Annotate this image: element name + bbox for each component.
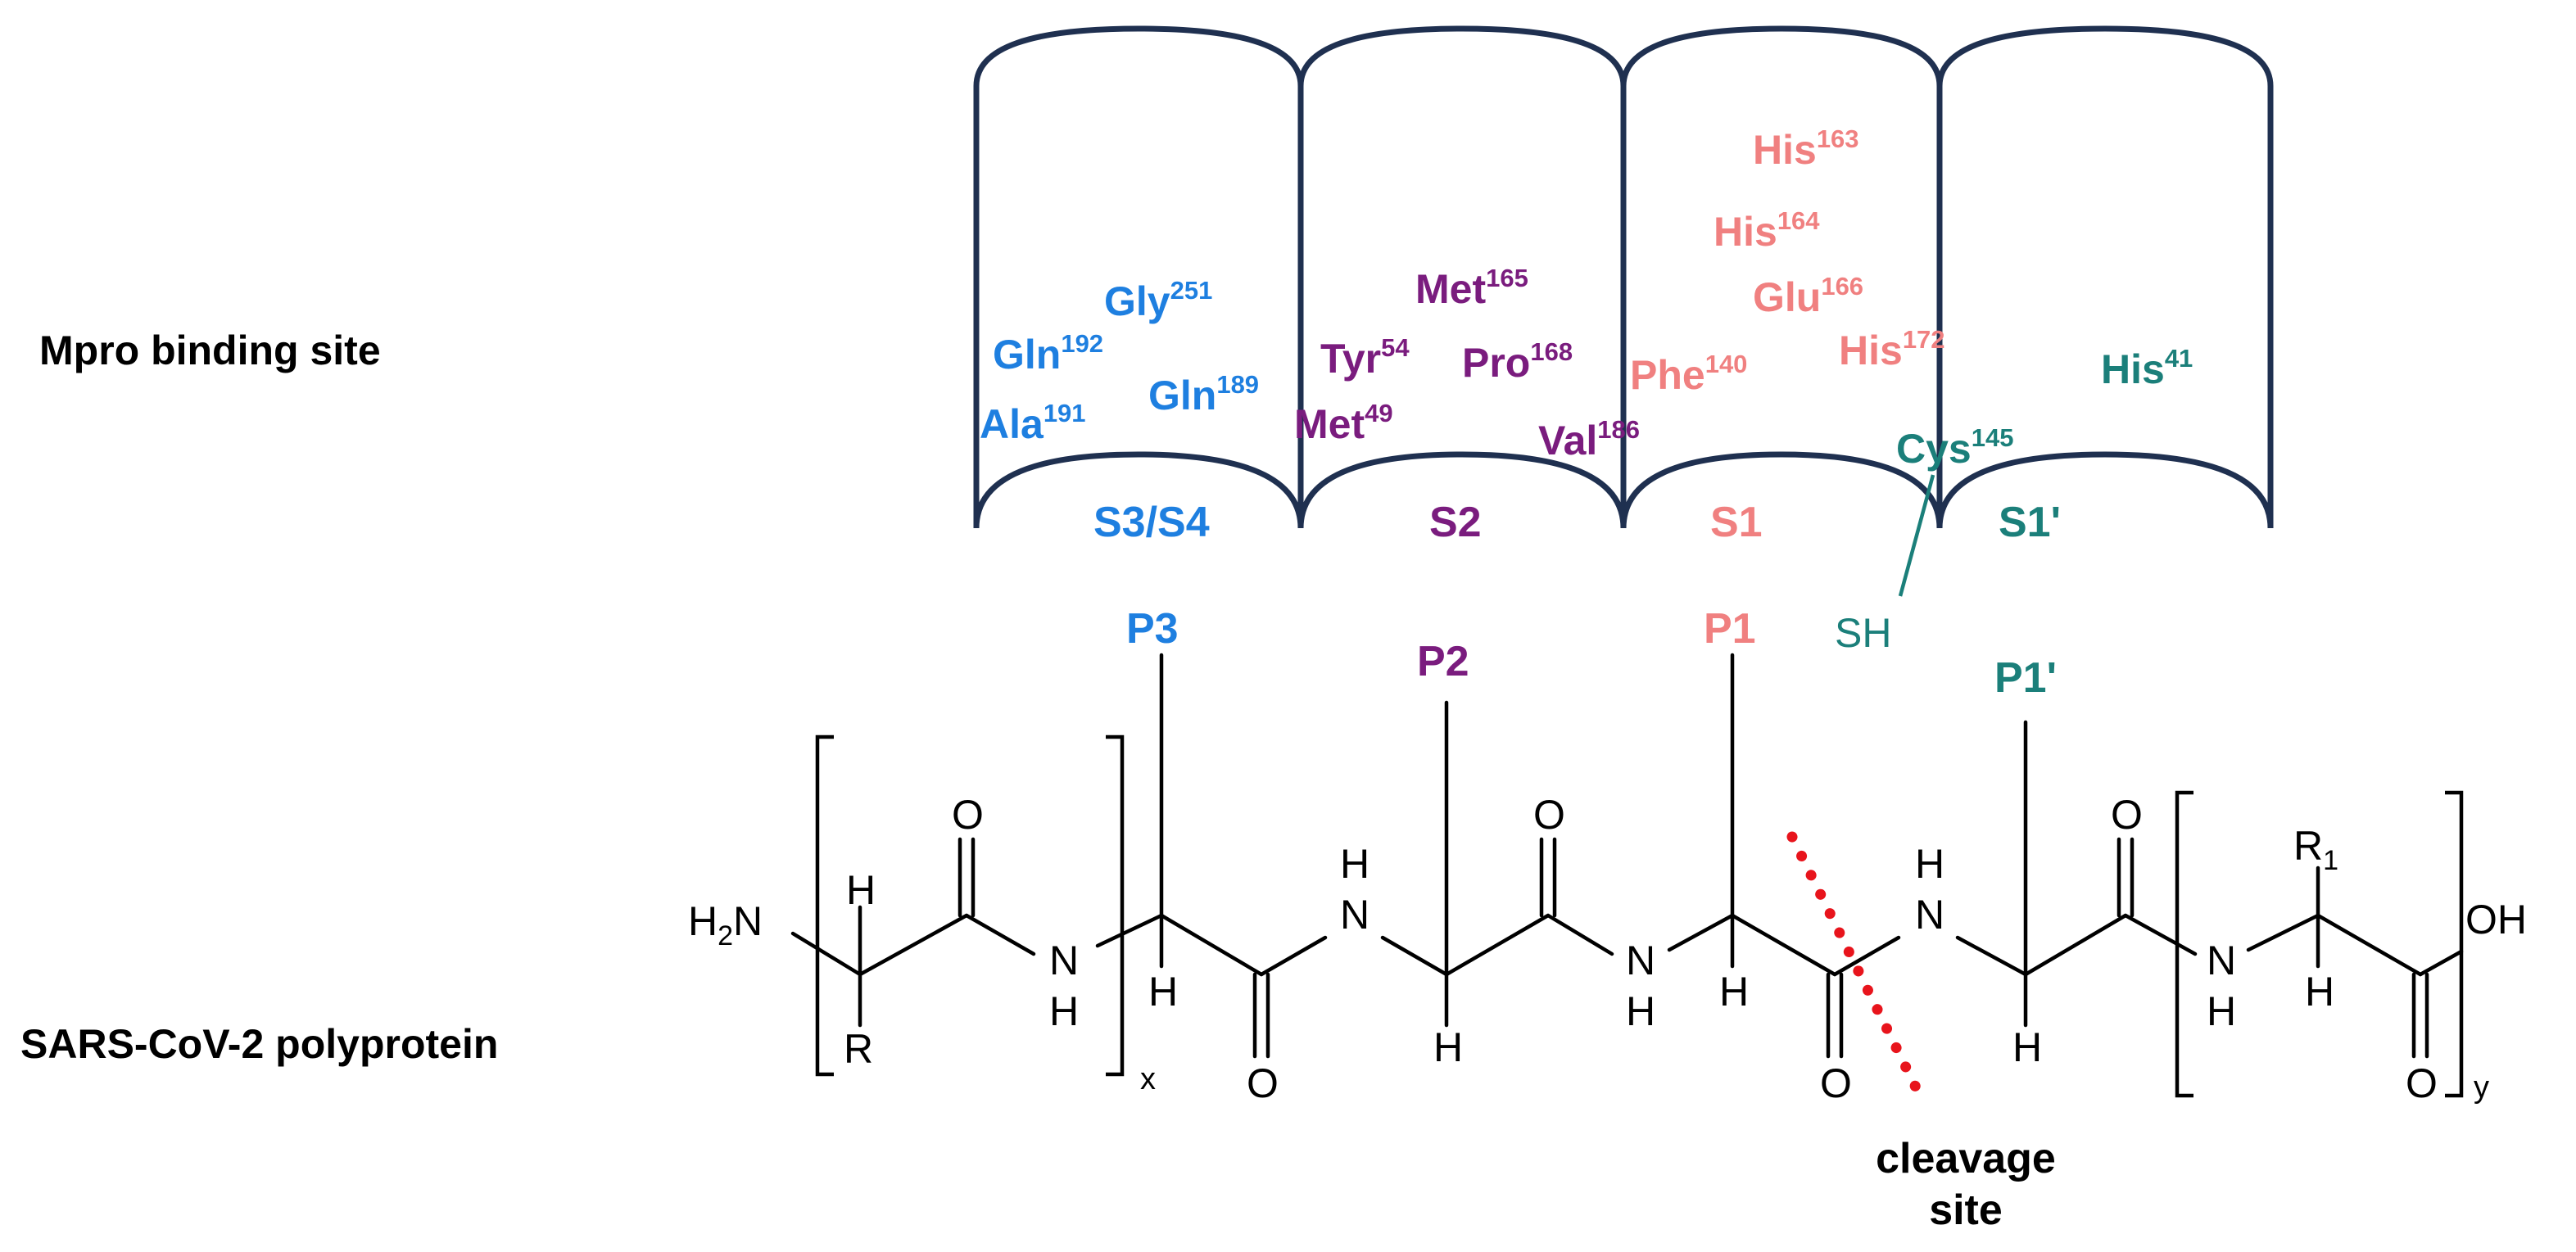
residue-his163: His163 xyxy=(1753,124,1859,173)
position-p2: P2 xyxy=(1417,638,1469,685)
residue-val186: Val186 xyxy=(1538,415,1640,463)
amide-n-3: N xyxy=(1626,938,1655,983)
residue-cys145: Cys145 xyxy=(1896,423,2013,472)
position-p1-prime: P1' xyxy=(1994,654,2057,702)
residue-ala191: Ala191 xyxy=(980,399,1086,447)
pocket-s3-s4: S3/S4 xyxy=(1093,499,1210,546)
carbonyl-o-5: O xyxy=(2111,792,2143,838)
residue-pro168: Pro168 xyxy=(1462,337,1573,386)
amide-h-2: H xyxy=(1340,841,1369,887)
amide-h-3: H xyxy=(1626,988,1655,1034)
h-alpha-1: H xyxy=(846,867,876,913)
residue-his172: His172 xyxy=(1839,325,1945,373)
amide-h-4: H xyxy=(1915,841,1944,887)
residue-tyr54: Tyr54 xyxy=(1320,333,1410,382)
residue-his41: His41 xyxy=(2101,344,2193,392)
residue-gln189: Gln189 xyxy=(1148,370,1259,418)
amide-n-4: N xyxy=(1915,892,1944,938)
residue-his164: His164 xyxy=(1714,206,1820,255)
h-alpha-4: H xyxy=(1719,969,1749,1015)
h-alpha-2: H xyxy=(1148,969,1178,1015)
r1-group: R1 xyxy=(2293,823,2338,876)
carbonyl-double-bonds xyxy=(958,837,2429,1059)
r-group: R xyxy=(844,1026,873,1072)
pocket-s2: S2 xyxy=(1429,499,1482,546)
polyprotein-label: SARS-CoV-2 polyprotein xyxy=(20,1021,498,1067)
amide-n-2: N xyxy=(1340,892,1369,938)
amide-h-5: H xyxy=(2207,988,2236,1034)
carbonyl-o-1: O xyxy=(952,792,984,838)
thiol-sh: SH xyxy=(1835,610,1891,656)
subscript-x: x xyxy=(1140,1062,1156,1096)
carbonyl-o-6: O xyxy=(2406,1060,2438,1106)
pocket-s1: S1 xyxy=(1710,499,1763,546)
carbonyl-o-2: O xyxy=(1247,1060,1279,1106)
binding-site-label: Mpro binding site xyxy=(39,328,381,373)
residue-met49: Met49 xyxy=(1294,399,1393,447)
residue-phe140: Phe140 xyxy=(1630,350,1747,398)
amide-n-5: N xyxy=(2207,938,2236,983)
amide-n-1: N xyxy=(1049,938,1079,983)
h-alpha-3: H xyxy=(1433,1024,1463,1070)
residue-met165: Met165 xyxy=(1415,264,1528,312)
polypeptide-backbone xyxy=(790,913,2464,977)
h-alpha-5: H xyxy=(2012,1024,2042,1070)
residue-gly251: Gly251 xyxy=(1104,276,1212,324)
h-alpha-6: H xyxy=(2305,969,2334,1015)
residue-glu166: Glu166 xyxy=(1753,272,1863,320)
subscript-y: y xyxy=(2474,1070,2489,1105)
cleavage-label-line2: site xyxy=(1929,1186,2003,1234)
carbonyl-o-3: O xyxy=(1533,792,1565,838)
pocket-s1-prime: S1' xyxy=(1999,499,2061,546)
cys-sh-bond xyxy=(1898,474,1935,597)
amine-h2n: H2N xyxy=(688,898,763,951)
residue-gln192: Gln192 xyxy=(993,329,1103,377)
position-p1: P1 xyxy=(1704,605,1756,653)
carbonyl-o-4: O xyxy=(1820,1060,1852,1106)
substituent-bonds xyxy=(858,866,2320,1028)
cleavage-label-line1: cleavage xyxy=(1876,1135,2056,1182)
amide-h-1: H xyxy=(1049,988,1079,1034)
repeat-brackets xyxy=(815,734,2464,1098)
binding-pocket-cylinders xyxy=(973,25,2274,529)
side-chain-bonds xyxy=(1159,653,2028,977)
hydroxyl-oh: OH xyxy=(2465,897,2527,942)
cleavage-line xyxy=(1786,831,1922,1095)
position-p3: P3 xyxy=(1126,605,1179,653)
